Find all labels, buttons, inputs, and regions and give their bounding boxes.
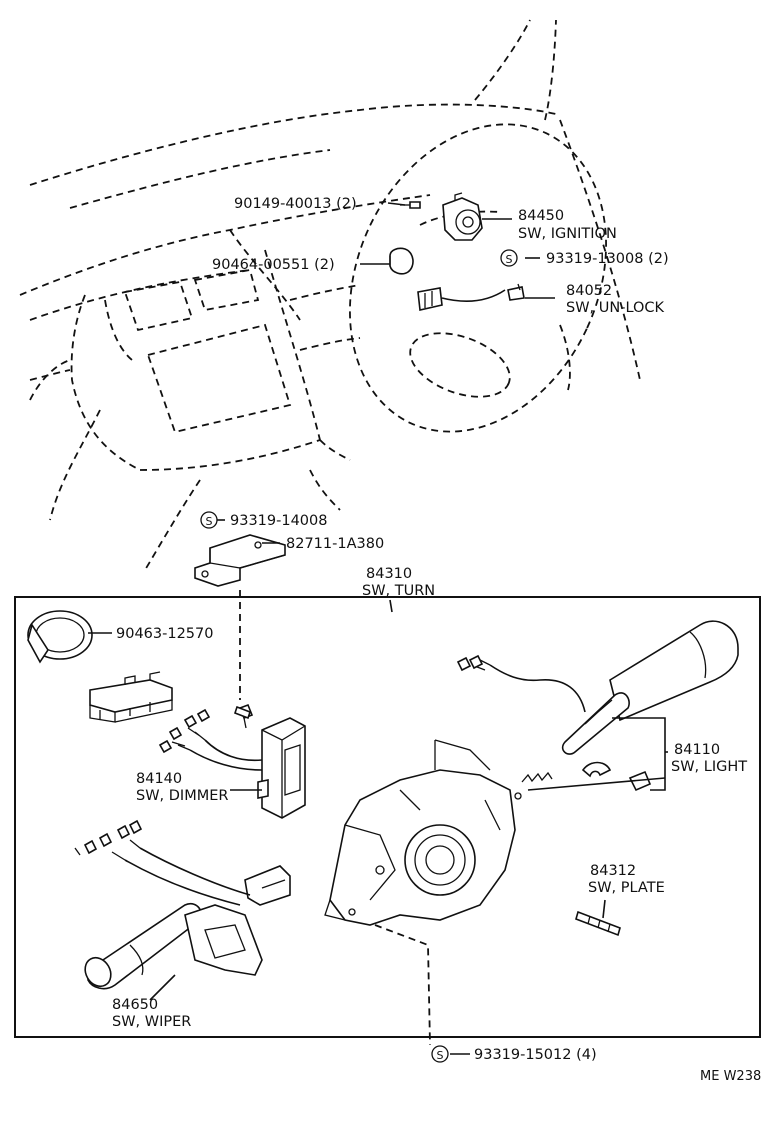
dashboard-outline — [19, 19, 641, 571]
callout-sw-unlock-desc: SW, UN-LOCK — [566, 300, 665, 316]
callout-sw-ignition-desc: SW, IGNITION — [518, 226, 617, 242]
callout-sw-dimmer-partno: 84140 — [136, 771, 182, 787]
screw-drawing — [233, 705, 252, 720]
bracket-drawing — [194, 534, 286, 587]
callout-sw-plate-partno: 84312 — [590, 863, 636, 879]
callout-screw-unlock-partno: 93319-13008 (2) — [546, 251, 669, 267]
callout-sw-wiper-partno: 84650 — [112, 997, 158, 1013]
leader-dashes — [239, 590, 431, 1046]
callout-sw-dimmer-desc: SW, DIMMER — [136, 788, 228, 804]
ignition-switch-drawing — [400, 192, 483, 241]
connector-drawing — [89, 671, 173, 723]
callout-sw-light-desc: SW, LIGHT — [671, 759, 747, 775]
callout-sw-turn-desc: SW, TURN — [362, 583, 435, 599]
unlock-switch-drawing — [417, 283, 525, 311]
svg-text:S: S — [506, 253, 513, 266]
plate-switch-drawing — [575, 910, 621, 937]
clamp-drawing — [27, 610, 93, 664]
clip-drawing — [389, 247, 414, 275]
callout-screw-bracket-partno: 93319-14008 — [230, 513, 328, 529]
callout-sw-unlock-partno: 84052 — [566, 283, 612, 299]
callout-labels: 90149-40013 (2) 84450 SW, IGNITION 90464… — [112, 196, 761, 1084]
s-marker-screw-base: S — [431, 1045, 449, 1063]
callout-sw-light-partno: 84110 — [674, 742, 720, 758]
light-switch-drawing — [456, 620, 739, 800]
s-marker-screw-unlock: S — [500, 249, 518, 267]
turn-switch-drawing — [324, 739, 516, 926]
callout-clamp-partno: 90463-12570 — [116, 626, 214, 642]
callout-sw-turn-partno: 84310 — [366, 566, 412, 582]
leader-lines — [88, 202, 668, 1055]
turn-switch-assembly-box — [14, 596, 761, 1038]
callout-clip-ignition-partno: 90464-00551 (2) — [212, 257, 335, 273]
callout-sw-plate-desc: SW, PLATE — [588, 880, 665, 896]
callout-sw-wiper-desc: SW, WIPER — [112, 1014, 191, 1030]
diagram-code: ME W238 — [700, 1069, 761, 1084]
svg-text:S: S — [437, 1049, 444, 1062]
s-marker-screw-bracket: S — [200, 511, 218, 529]
callout-screw-base-partno: 93319-15012 (4) — [474, 1047, 597, 1063]
wiper-switch-drawing — [74, 819, 291, 990]
callout-screw-ignition-partno: 90149-40013 (2) — [234, 196, 357, 212]
callout-sw-ignition-partno: 84450 — [518, 208, 564, 224]
callout-bracket-partno: 82711-1A380 — [286, 536, 384, 552]
svg-text:S: S — [206, 515, 213, 528]
